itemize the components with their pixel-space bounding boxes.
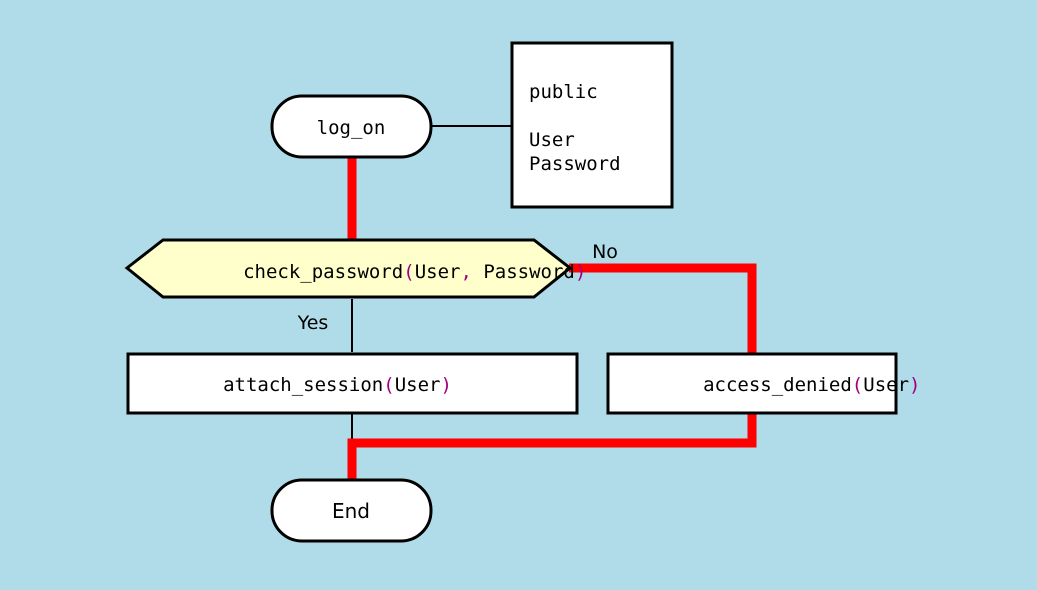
node-start-shape[interactable]	[270, 94, 433, 159]
decision-text-open: (	[403, 261, 414, 283]
node-end-shape[interactable]	[270, 478, 433, 543]
annotation-line-3: User	[529, 129, 575, 151]
edge-label-yes: Yes	[297, 312, 329, 334]
decision-text-arg1: User	[415, 261, 461, 283]
node-decision-label: check_password(User, Password)	[163, 261, 644, 283]
node-decision-shape[interactable]	[124, 238, 573, 299]
attach-session-close: )	[440, 374, 451, 396]
node-access-denied-shape[interactable]	[606, 352, 898, 415]
access-denied-open: (	[852, 374, 863, 396]
attach-session-prefix: attach_session	[223, 374, 383, 396]
node-access-denied-label: access_denied(User)	[623, 374, 978, 396]
annotation-box-shape[interactable]	[510, 41, 674, 209]
decision-text-arg2: Password	[472, 261, 575, 283]
decision-text-comma: ,	[460, 261, 471, 283]
access-denied-arg: User	[863, 374, 909, 396]
annotation-line-4: Password	[529, 153, 621, 175]
access-denied-close: )	[909, 374, 920, 396]
decision-text-close: )	[575, 261, 586, 283]
access-denied-prefix: access_denied	[703, 374, 852, 396]
attach-session-open: (	[383, 374, 394, 396]
annotation-line-1: public	[529, 81, 598, 103]
node-start-label: log_on	[317, 117, 386, 139]
attach-session-arg: User	[395, 374, 441, 396]
node-attach-session-shape[interactable]	[126, 352, 579, 415]
node-end-label: End	[332, 499, 370, 523]
highlight-access-denied-to-end	[347, 411, 757, 483]
edge-label-no: No	[592, 241, 618, 263]
node-attach-session-label: attach_session(User)	[143, 374, 509, 396]
highlight-decision-no-to-access-denied	[569, 263, 757, 355]
decision-text-prefix: check_password	[243, 261, 403, 283]
